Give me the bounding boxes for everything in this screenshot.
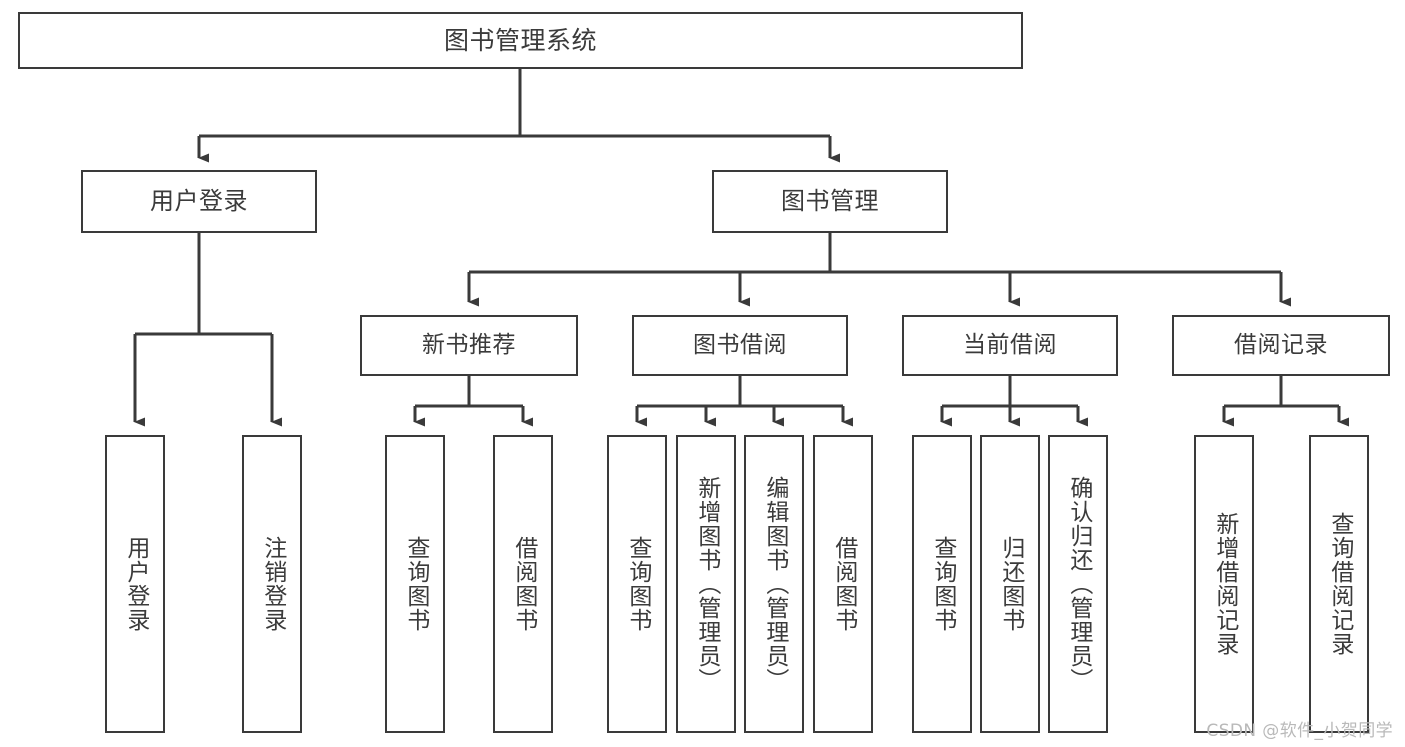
node-book-manage-label: 图书管理 — [781, 187, 879, 216]
node-book-borrow[interactable]: 图书借阅 — [632, 315, 848, 376]
leaf-add-book[interactable]: 新增图书（管理员） — [676, 435, 736, 733]
leaf-borrow-book-1[interactable]: 借阅图书 — [493, 435, 553, 733]
leaf-add-record-label: 新增借阅记录 — [1211, 512, 1238, 656]
leaf-query-book-2[interactable]: 查询图书 — [607, 435, 667, 733]
node-book-borrow-label: 图书借阅 — [693, 331, 787, 358]
node-borrow-record-label: 借阅记录 — [1234, 331, 1328, 358]
leaf-return-book-label: 归还图书 — [997, 536, 1024, 632]
leaf-user-login-label: 用户登录 — [122, 536, 149, 632]
leaf-add-record[interactable]: 新增借阅记录 — [1194, 435, 1254, 733]
leaf-logout-login[interactable]: 注销登录 — [242, 435, 302, 733]
leaf-query-book-3-label: 查询图书 — [929, 536, 956, 632]
leaf-query-record[interactable]: 查询借阅记录 — [1309, 435, 1369, 733]
leaf-query-book-1[interactable]: 查询图书 — [385, 435, 445, 733]
leaf-query-book-3[interactable]: 查询图书 — [912, 435, 972, 733]
node-current-borrow[interactable]: 当前借阅 — [902, 315, 1118, 376]
leaf-user-login[interactable]: 用户登录 — [105, 435, 165, 733]
leaf-query-book-1-label: 查询图书 — [402, 536, 429, 632]
node-root[interactable]: 图书管理系统 — [18, 12, 1023, 69]
node-user-login-label: 用户登录 — [150, 187, 248, 216]
leaf-borrow-book-1-label: 借阅图书 — [510, 536, 537, 632]
node-borrow-record[interactable]: 借阅记录 — [1172, 315, 1390, 376]
leaf-return-book[interactable]: 归还图书 — [980, 435, 1040, 733]
leaf-query-book-2-label: 查询图书 — [624, 536, 651, 632]
node-root-label: 图书管理系统 — [443, 25, 597, 55]
leaf-borrow-book-2[interactable]: 借阅图书 — [813, 435, 873, 733]
leaf-confirm-return-label: 确认归还（管理员） — [1065, 476, 1092, 692]
leaf-edit-book[interactable]: 编辑图书（管理员） — [744, 435, 804, 733]
leaf-confirm-return[interactable]: 确认归还（管理员） — [1048, 435, 1108, 733]
leaf-add-book-label: 新增图书（管理员） — [693, 476, 720, 692]
node-new-book-recommend-label: 新书推荐 — [422, 331, 516, 358]
leaf-logout-login-label: 注销登录 — [259, 536, 286, 632]
leaf-edit-book-label: 编辑图书（管理员） — [761, 476, 788, 692]
node-new-book-recommend[interactable]: 新书推荐 — [360, 315, 578, 376]
node-current-borrow-label: 当前借阅 — [963, 331, 1057, 358]
watermark: CSDN @软件_小贺同学 — [1206, 721, 1393, 741]
leaf-borrow-book-2-label: 借阅图书 — [830, 536, 857, 632]
node-book-manage[interactable]: 图书管理 — [712, 170, 948, 233]
leaf-query-record-label: 查询借阅记录 — [1326, 512, 1353, 656]
node-user-login[interactable]: 用户登录 — [81, 170, 317, 233]
